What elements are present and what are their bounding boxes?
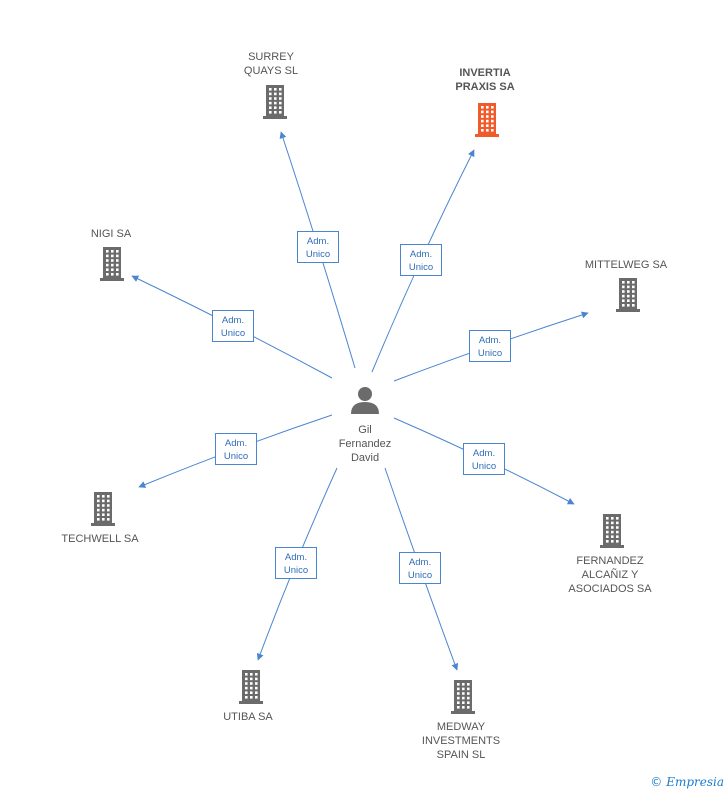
role-text: Unico <box>305 249 331 260</box>
building-icon[interactable] <box>451 680 475 714</box>
company-name-line: INVERTIA <box>459 67 511 79</box>
company-name-line: SPAIN SL <box>436 749 486 761</box>
role-text: Adm. <box>221 315 245 326</box>
company-label-surrey-quays[interactable]: SURREY QUAYS SL <box>244 50 298 78</box>
center-name-line: David <box>350 452 380 464</box>
copyright-symbol: © <box>650 775 663 789</box>
company-name-line: SURREY <box>248 51 294 63</box>
building-icon[interactable] <box>475 103 499 137</box>
building-icon[interactable] <box>263 85 287 119</box>
person-icon[interactable] <box>351 387 379 414</box>
company-name-line: NIGI SA <box>90 228 132 240</box>
role-badge-techwell[interactable]: Adm. Unico <box>215 433 257 465</box>
company-name-line: FERNANDEZ <box>576 555 644 567</box>
icons <box>91 85 640 714</box>
role-text: Unico <box>477 348 503 359</box>
company-label-nigi[interactable]: NIGI SA <box>91 227 131 241</box>
role-text: Adm. <box>306 236 330 247</box>
company-name-line: INVESTMENTS <box>421 735 501 747</box>
company-label-medway[interactable]: MEDWAY INVESTMENTS SPAIN SL <box>422 720 500 762</box>
building-icon[interactable] <box>91 492 115 526</box>
company-label-fernandez-alcaniz[interactable]: FERNANDEZ ALCAÑIZ Y ASOCIADOS SA <box>568 554 651 596</box>
company-label-techwell[interactable]: TECHWELL SA <box>61 532 138 546</box>
brand-watermark: ©Empresia <box>650 775 724 789</box>
building-icon[interactable] <box>100 247 124 281</box>
company-name-line: QUAYS SL <box>243 65 299 77</box>
center-name-line: Fernandez <box>338 438 392 450</box>
company-label-utiba[interactable]: UTIBA SA <box>223 710 273 724</box>
company-name-line: PRAXIS SA <box>455 81 515 93</box>
company-name-line: ALCAÑIZ Y <box>581 569 639 581</box>
role-badge-mittelweg[interactable]: Adm. Unico <box>469 330 511 362</box>
role-text: Adm. <box>478 335 502 346</box>
role-badge-invertia-praxis[interactable]: Adm. Unico <box>400 244 442 276</box>
center-name-line: Gil <box>358 424 372 436</box>
role-badge-nigi[interactable]: Adm. Unico <box>212 310 254 342</box>
building-icon[interactable] <box>600 514 624 548</box>
company-label-invertia-praxis[interactable]: INVERTIA PRAXIS SA <box>455 66 514 94</box>
building-icon[interactable] <box>616 278 640 312</box>
company-name-line: MEDWAY <box>436 721 486 733</box>
role-text: Adm. <box>284 552 308 563</box>
role-text: Unico <box>223 451 249 462</box>
edges <box>131 131 589 671</box>
company-name-line: TECHWELL SA <box>61 533 139 545</box>
role-text: Unico <box>408 262 434 273</box>
role-text: Unico <box>220 328 246 339</box>
company-label-mittelweg[interactable]: MITTELWEG SA <box>585 258 667 272</box>
role-badge-fernandez-alcaniz[interactable]: Adm. Unico <box>463 443 505 475</box>
role-badge-medway[interactable]: Adm. Unico <box>399 552 441 584</box>
company-name-line: ASOCIADOS SA <box>568 583 652 595</box>
role-badge-utiba[interactable]: Adm. Unico <box>275 547 317 579</box>
company-name-line: MITTELWEG SA <box>584 259 668 271</box>
brand-name: Empresia <box>666 775 724 789</box>
role-text: Unico <box>283 565 309 576</box>
role-badge-surrey-quays[interactable]: Adm. Unico <box>297 231 339 263</box>
role-text: Unico <box>471 461 497 472</box>
building-icon[interactable] <box>239 670 263 704</box>
company-name-line: UTIBA SA <box>223 711 273 723</box>
role-text: Adm. <box>409 249 433 260</box>
role-text: Adm. <box>224 438 248 449</box>
role-text: Adm. <box>408 557 432 568</box>
role-text: Unico <box>407 570 433 581</box>
role-text: Adm. <box>472 448 496 459</box>
